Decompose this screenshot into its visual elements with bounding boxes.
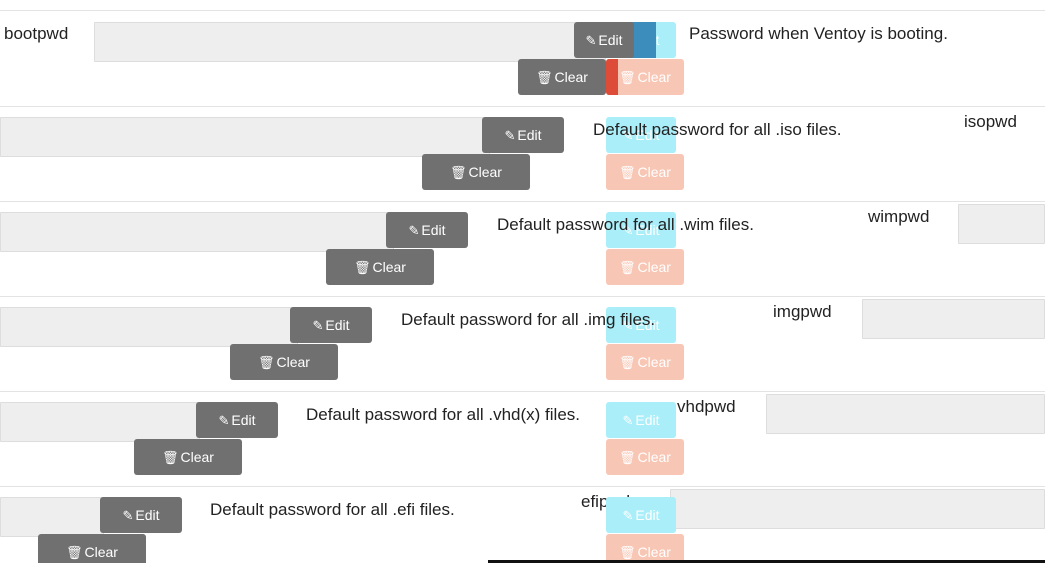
- imgpwd-description: Default password for all .img files.: [401, 310, 656, 329]
- edit-icon: ✎: [312, 318, 324, 333]
- row-divider: [0, 201, 1045, 202]
- trash-icon: 🗑: [450, 165, 467, 180]
- bootpwd-clear-accent: [606, 59, 618, 95]
- isopwd-clear-ghost: 🗑Clear: [606, 154, 684, 190]
- trash-icon: 🗑: [619, 70, 636, 85]
- bootpwd-edit-button[interactable]: ✎Edit: [574, 22, 634, 58]
- wimpwd-field[interactable]: [0, 212, 394, 252]
- trash-icon: 🗑: [619, 165, 636, 180]
- wimpwd-edit-ghost: ✎Edit: [606, 212, 676, 248]
- wimpwd-label: wimpwd: [868, 207, 930, 226]
- bootpwd-field[interactable]: [94, 22, 606, 62]
- trash-icon: 🗑: [619, 450, 636, 465]
- efipwd-field[interactable]: [0, 497, 104, 537]
- efipwd-field-right: [670, 489, 1045, 529]
- trash-icon: 🗑: [619, 545, 636, 560]
- trash-icon: 🗑: [619, 260, 636, 275]
- isopwd-label: isopwd: [964, 112, 1017, 131]
- efipwd-edit-button[interactable]: ✎Edit: [100, 497, 182, 533]
- wimpwd-clear-button[interactable]: 🗑Clear: [326, 249, 434, 285]
- bootpwd-clear-ghost: 🗑Clear: [606, 59, 684, 95]
- edit-icon: ✎: [218, 413, 230, 428]
- imgpwd-clear-button[interactable]: 🗑Clear: [230, 344, 338, 380]
- trash-icon: 🗑: [258, 355, 275, 370]
- imgpwd-clear-ghost: 🗑Clear: [606, 344, 684, 380]
- trash-icon: 🗑: [619, 355, 636, 370]
- bootpwd-description: Password when Ventoy is booting.: [689, 24, 948, 43]
- efipwd-edit-ghost: ✎Edit: [606, 497, 676, 533]
- trash-icon: 🗑: [162, 450, 179, 465]
- wimpwd-edit-button[interactable]: ✎Edit: [386, 212, 468, 248]
- imgpwd-edit-ghost: ✎Edit: [606, 307, 676, 343]
- efipwd-clear-ghost: 🗑Clear: [606, 534, 684, 563]
- bootpwd-label: bootpwd: [4, 24, 69, 43]
- edit-icon: ✎: [622, 223, 634, 238]
- efipwd-clear-button[interactable]: 🗑Clear: [38, 534, 146, 563]
- trash-icon: 🗑: [66, 545, 83, 560]
- isopwd-edit-button[interactable]: ✎Edit: [482, 117, 564, 153]
- wimpwd-clear-ghost: 🗑Clear: [606, 249, 684, 285]
- vhdpwd-clear-button[interactable]: 🗑Clear: [134, 439, 242, 475]
- edit-icon: ✎: [585, 33, 597, 48]
- edit-icon: ✎: [622, 413, 634, 428]
- edit-icon: ✎: [622, 318, 634, 333]
- vhdpwd-description: Default password for all .vhd(x) files.: [306, 405, 580, 424]
- row-divider: [0, 10, 1045, 11]
- row-divider: [0, 486, 1045, 487]
- edit-icon: ✎: [622, 128, 634, 143]
- edit-icon: ✎: [622, 508, 634, 523]
- vhdpwd-clear-ghost: 🗑Clear: [606, 439, 684, 475]
- vhdpwd-label: vhdpwd: [677, 397, 736, 416]
- trash-icon: 🗑: [536, 70, 553, 85]
- edit-icon: ✎: [408, 223, 420, 238]
- isopwd-field[interactable]: [0, 117, 490, 157]
- vhdpwd-edit-ghost: ✎Edit: [606, 402, 676, 438]
- wimpwd-description: Default password for all .wim files.: [497, 215, 754, 234]
- edit-icon: ✎: [122, 508, 134, 523]
- vhdpwd-field[interactable]: [0, 402, 200, 442]
- vhdpwd-field-right: [766, 394, 1045, 434]
- row-divider: [0, 391, 1045, 392]
- imgpwd-edit-button[interactable]: ✎Edit: [290, 307, 372, 343]
- bootpwd-clear-button[interactable]: 🗑Clear: [518, 59, 606, 95]
- imgpwd-field[interactable]: [0, 307, 298, 347]
- isopwd-clear-button[interactable]: 🗑Clear: [422, 154, 530, 190]
- wimpwd-field-right: [958, 204, 1045, 244]
- row-divider: [0, 296, 1045, 297]
- vhdpwd-edit-button[interactable]: ✎Edit: [196, 402, 278, 438]
- imgpwd-label: imgpwd: [773, 302, 832, 321]
- bottom-edge-bar: [488, 560, 1045, 563]
- row-divider: [0, 106, 1045, 107]
- efipwd-description: Default password for all .efi files.: [210, 500, 455, 519]
- isopwd-description: Default password for all .iso files.: [593, 120, 842, 139]
- trash-icon: 🗑: [354, 260, 371, 275]
- isopwd-edit-ghost: ✎Edit: [606, 117, 676, 153]
- edit-icon: ✎: [504, 128, 516, 143]
- imgpwd-field-right: [862, 299, 1045, 339]
